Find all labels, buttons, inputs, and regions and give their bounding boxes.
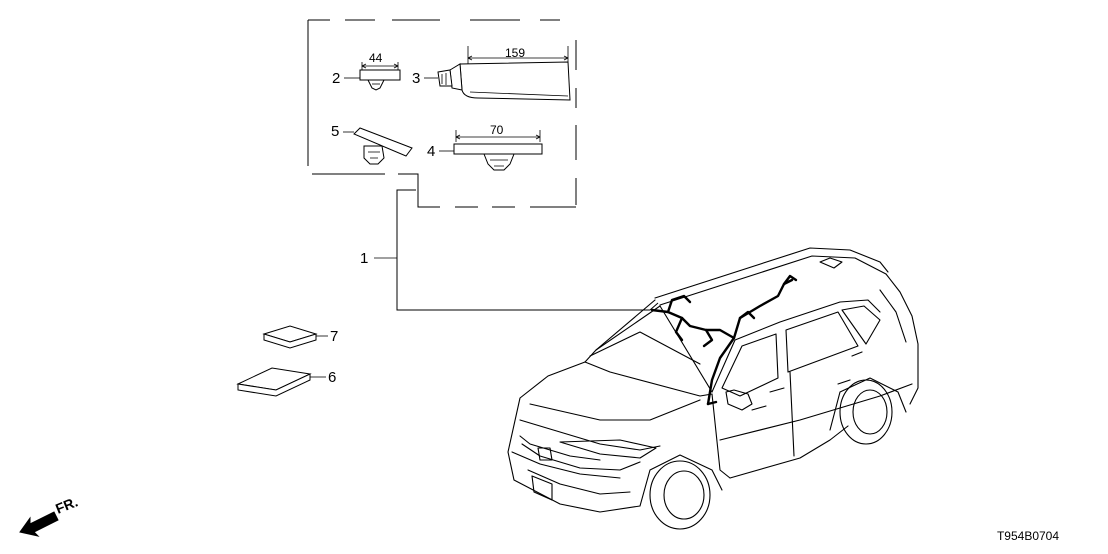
part-2-clip [359,62,401,91]
part-5-clip [353,127,413,165]
callout-4: 4 [427,143,435,160]
callout-3: 3 [412,70,420,87]
direction-label: FR. [53,493,80,516]
roof-wire-harness [650,274,798,406]
callout-5: 5 [331,123,339,140]
dim-70: 70 [490,123,504,137]
dim-44: 44 [369,51,383,65]
part-6-pad [236,367,312,397]
dim-159: 159 [505,46,525,60]
vehicle-illustration [507,247,919,530]
diagram-code: T954B0704 [997,529,1059,543]
part-4-clip [453,130,543,171]
front-direction-arrow-icon [19,511,59,537]
part-3-cable-tie [437,46,571,101]
callout-2: 2 [332,70,340,87]
callout-1: 1 [360,250,368,267]
callout-6: 6 [328,369,336,386]
callout-7: 7 [330,328,338,345]
part-7-pad [262,325,318,349]
detail-box [307,19,659,311]
